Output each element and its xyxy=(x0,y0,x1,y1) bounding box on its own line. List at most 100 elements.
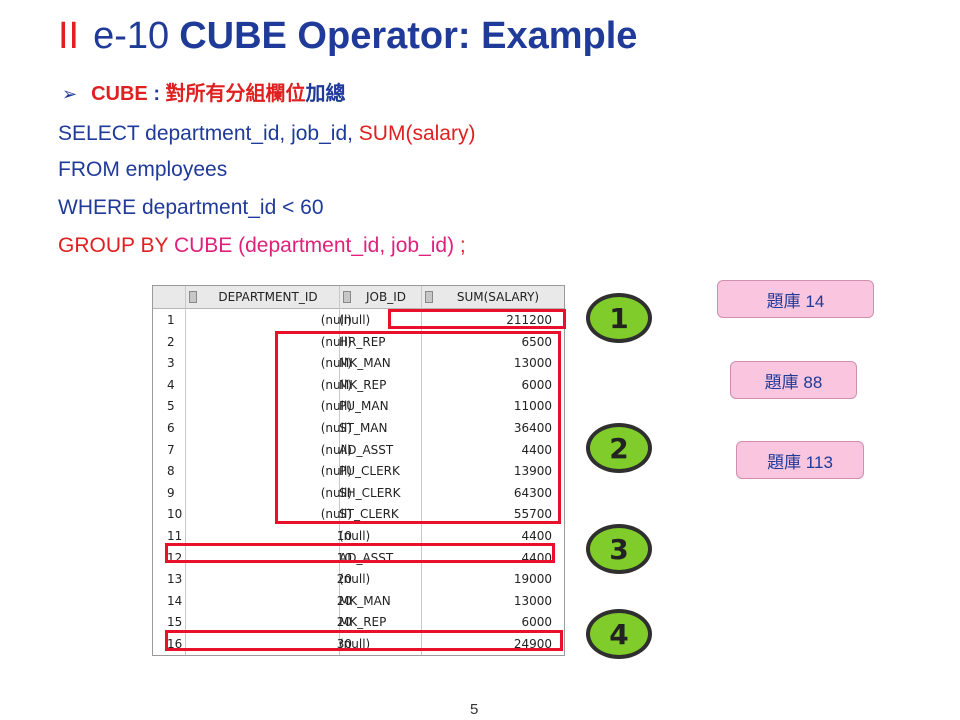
grid-divider xyxy=(421,286,422,655)
cell-department: (null) xyxy=(320,464,352,479)
bullet-blue-text: 加總 xyxy=(305,83,346,105)
cell-department: (null) xyxy=(320,399,352,414)
row-number: 4 xyxy=(167,377,175,392)
cell-job: (null) xyxy=(339,313,371,327)
cell-salary: 6500 xyxy=(521,334,552,349)
cell-salary: 36400 xyxy=(513,421,552,435)
cell-job: HR_REP xyxy=(339,334,386,349)
badge-4: 4 xyxy=(586,609,652,659)
cell-department: 10 xyxy=(336,529,352,543)
row-number: 5 xyxy=(167,399,175,414)
cell-salary: 4400 xyxy=(521,442,552,457)
cell-job: (null) xyxy=(339,572,371,587)
row-number: 1 xyxy=(167,313,175,327)
row-number: 11 xyxy=(167,529,183,543)
cell-job: AD_ASST xyxy=(339,442,394,457)
cell-department: 20 xyxy=(336,593,352,608)
cell-salary: 19000 xyxy=(513,572,552,587)
row-number: 7 xyxy=(167,442,175,457)
column-sort-icon xyxy=(189,291,197,303)
cell-department: 30 xyxy=(336,637,352,651)
row-number: 15 xyxy=(167,615,183,630)
row-number: 6 xyxy=(167,421,175,435)
cell-job: MK_MAN xyxy=(339,356,391,371)
cell-salary: 11000 xyxy=(513,399,552,414)
cell-department: 20 xyxy=(336,572,352,587)
cell-job: SH_CLERK xyxy=(339,485,401,500)
table-row: 1 (null)(null) 211200 xyxy=(153,310,564,332)
cell-job: MK_MAN xyxy=(339,593,391,608)
question-bank-tag[interactable]: 題庫 88 xyxy=(730,361,857,399)
bullet-separator: : xyxy=(147,83,166,105)
cell-department: (null) xyxy=(320,421,352,435)
cell-salary: 6000 xyxy=(521,615,552,630)
cell-job: PU_CLERK xyxy=(339,464,400,479)
column-header-department: DEPARTMENT_ID xyxy=(218,290,318,304)
cell-department: (null) xyxy=(320,313,352,327)
cell-job: ST_MAN xyxy=(339,421,388,435)
column-header-salary: SUM(SALARY) xyxy=(456,290,540,304)
cell-salary: 64300 xyxy=(513,485,552,500)
cell-job: MK_REP xyxy=(339,615,387,630)
cell-department: (null) xyxy=(320,356,352,371)
cell-salary: 13000 xyxy=(513,593,552,608)
grid-divider xyxy=(339,286,340,655)
bullet-keyword: CUBE xyxy=(91,83,148,105)
cell-job: (null) xyxy=(339,637,371,651)
title-roman: II xyxy=(58,15,80,57)
highlight-box-dept-job xyxy=(165,543,555,563)
page-number: 5 xyxy=(470,701,479,718)
row-number: 13 xyxy=(167,572,183,587)
cell-job: (null) xyxy=(339,529,371,543)
column-sort-icon xyxy=(343,291,351,303)
sql-groupby-line: GROUP BY CUBE (department_id, job_id) ; xyxy=(58,234,466,257)
title-number: e-10 xyxy=(93,15,170,57)
grid-divider xyxy=(185,286,186,655)
table-row: 5 (null)PU_MAN 11000 xyxy=(153,396,564,418)
bullet-line: ➢ CUBE : 對所有分組欄位加總 xyxy=(62,80,346,108)
arrow-bullet-icon: ➢ xyxy=(62,84,78,104)
badge-3: 3 xyxy=(586,524,652,574)
sql-select-line: SELECT department_id, job_id, SUM(salary… xyxy=(58,122,476,145)
row-number: 8 xyxy=(167,464,175,479)
cell-salary: 13900 xyxy=(513,464,552,479)
sql-cube-clause: CUBE (department_id, job_id) xyxy=(173,234,455,257)
column-sort-icon xyxy=(425,291,433,303)
sql-where-line: WHERE department_id < 60 xyxy=(58,196,324,219)
title-main: CUBE Operator: Example xyxy=(179,15,638,57)
row-number: 16 xyxy=(167,637,183,651)
cell-salary: 4400 xyxy=(521,529,552,543)
table-row: 13 20(null) 19000 xyxy=(153,569,564,591)
cell-job: PU_MAN xyxy=(339,399,389,414)
sql-from-line: FROM employees xyxy=(58,158,228,181)
question-bank-tag[interactable]: 題庫 113 xyxy=(736,441,864,479)
table-row: 8 (null)PU_CLERK 13900 xyxy=(153,461,564,483)
query-result-grid: DEPARTMENT_ID JOB_ID SUM(SALARY) 1 (null)… xyxy=(152,285,565,656)
table-row: 11 10(null) 4400 xyxy=(153,526,564,548)
cell-salary: 55700 xyxy=(513,507,552,522)
cell-department: (null) xyxy=(320,485,352,500)
table-row: 2 (null)HR_REP 6500 xyxy=(153,332,564,354)
highlight-box-grand-total xyxy=(388,309,566,329)
row-number: 2 xyxy=(167,334,175,349)
cell-salary: 6000 xyxy=(521,377,552,392)
table-row: 6 (null)ST_MAN 36400 xyxy=(153,418,564,440)
grid-header: DEPARTMENT_ID JOB_ID SUM(SALARY) xyxy=(153,286,564,309)
cell-salary: 211200 xyxy=(506,313,552,327)
badge-1: 1 xyxy=(586,293,652,343)
cell-salary: 13000 xyxy=(513,356,552,371)
bullet-red-text: 對所有分組欄位 xyxy=(165,83,306,105)
highlight-box-dept-total xyxy=(165,630,563,651)
question-bank-tag[interactable]: 題庫 14 xyxy=(717,280,874,318)
row-number: 10 xyxy=(167,507,183,522)
cell-department: (null) xyxy=(320,334,352,349)
cell-department: (null) xyxy=(320,507,352,522)
sql-sum-fn: SUM(salary) xyxy=(358,122,476,145)
highlight-box-job-totals xyxy=(275,331,561,524)
